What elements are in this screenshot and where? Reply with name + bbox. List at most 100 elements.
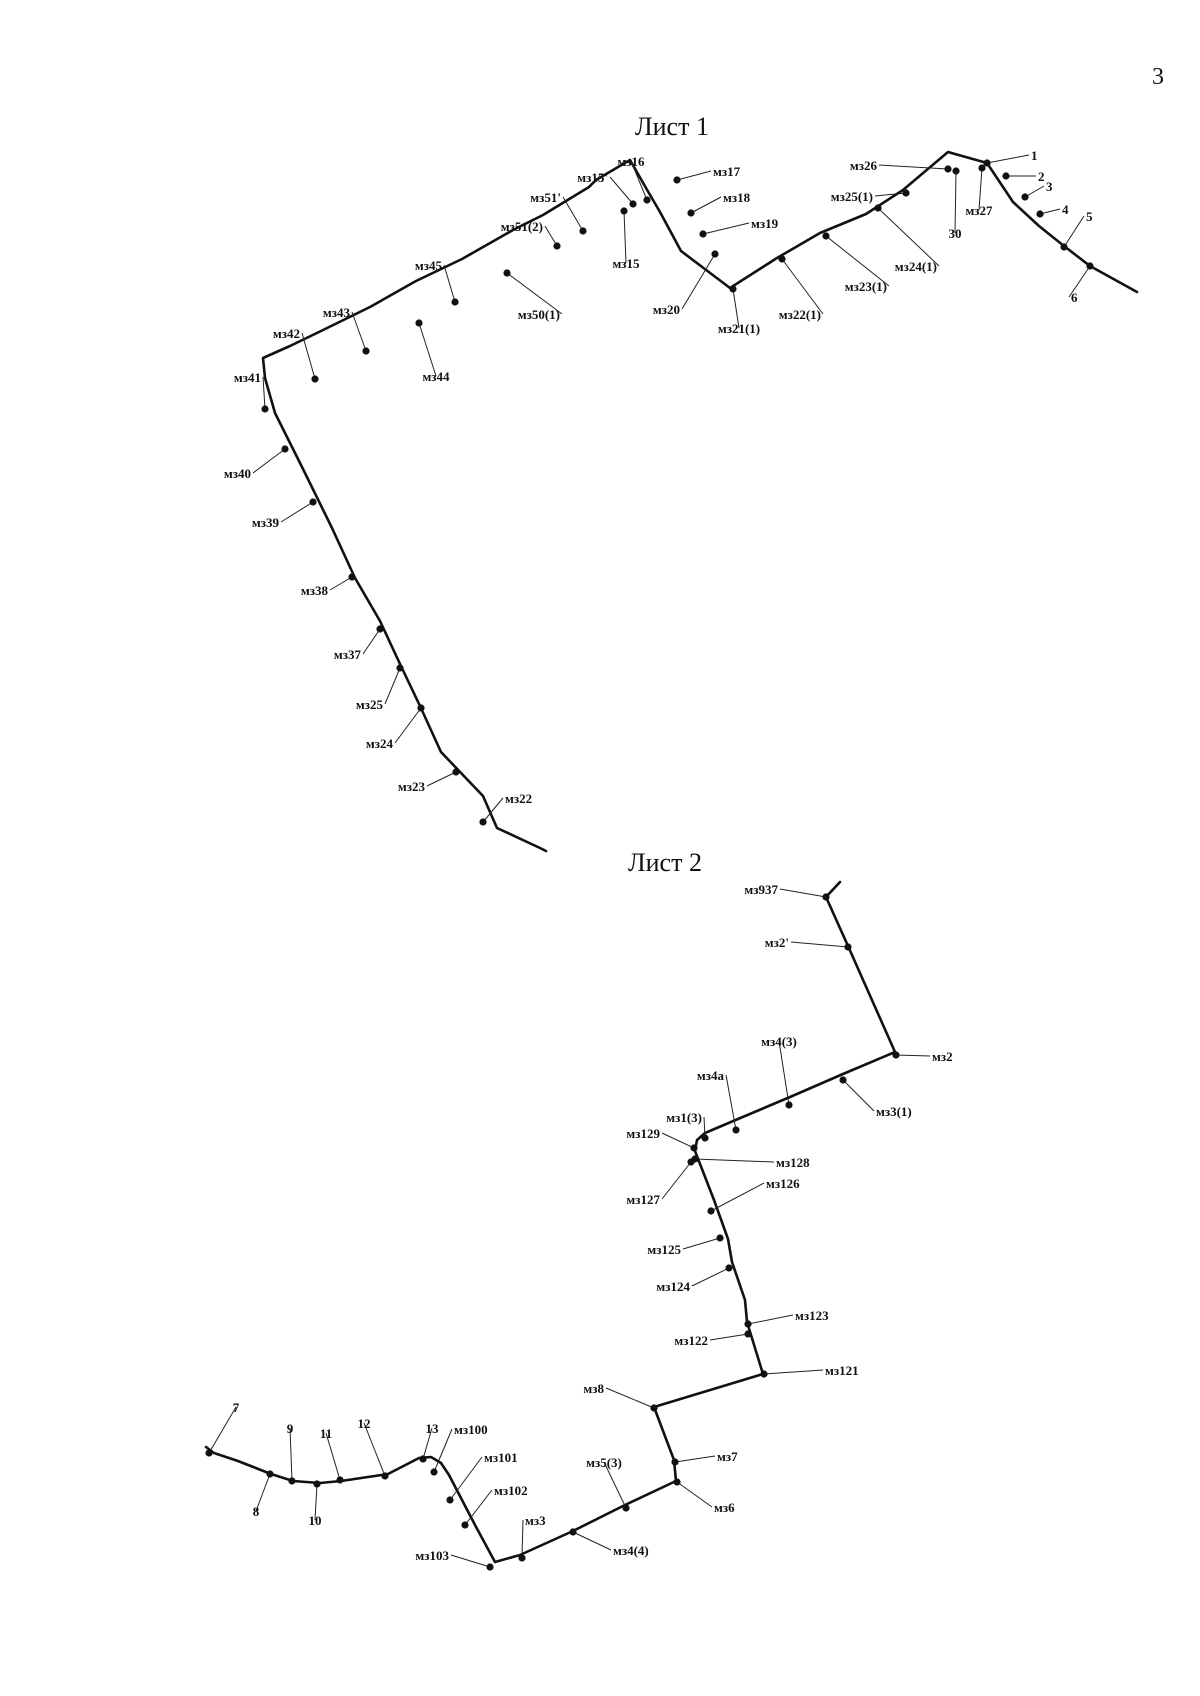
survey-point: 10 xyxy=(309,1480,322,1528)
survey-point: 11 xyxy=(320,1426,344,1484)
point-leader-line xyxy=(674,1455,716,1463)
point-leader-line xyxy=(605,1387,655,1409)
survey-point: мз8 xyxy=(583,1381,658,1412)
point-label: 9 xyxy=(287,1421,294,1436)
point-leader-line xyxy=(842,1079,875,1112)
survey-point: мз24 xyxy=(366,704,425,751)
point-marker xyxy=(579,227,587,235)
point-label: мз5(3) xyxy=(586,1455,622,1470)
point-label: мз19 xyxy=(751,216,779,231)
survey-point: мз20 xyxy=(653,250,719,317)
point-leader-line xyxy=(681,253,716,310)
point-marker xyxy=(336,1476,344,1484)
point-label: мз127 xyxy=(626,1192,660,1207)
point-label: мз40 xyxy=(224,466,251,481)
point-marker xyxy=(629,200,637,208)
point-leader-line xyxy=(690,196,722,214)
point-marker xyxy=(822,232,830,240)
point-marker xyxy=(479,818,487,826)
survey-point: мз21(1) xyxy=(718,285,760,336)
point-label: мз21(1) xyxy=(718,321,760,336)
point-leader-line xyxy=(682,1237,721,1250)
point-leader-line xyxy=(255,1473,271,1512)
point-label: 11 xyxy=(320,1426,332,1441)
point-marker xyxy=(266,1470,274,1478)
survey-point: мз50(1) xyxy=(503,269,563,322)
point-leader-line xyxy=(521,1519,524,1559)
sheet-1-traverse-line xyxy=(261,150,1139,853)
point-leader-line xyxy=(1068,265,1091,298)
point-leader-line xyxy=(825,235,890,287)
point-leader-line xyxy=(394,707,422,744)
point-marker xyxy=(643,196,651,204)
point-leader-line xyxy=(747,1314,794,1325)
survey-point: 12 xyxy=(358,1416,389,1480)
point-label: мз100 xyxy=(454,1422,488,1437)
point-label: 7 xyxy=(233,1400,240,1415)
point-label: мз8 xyxy=(583,1381,604,1396)
survey-point: мз38 xyxy=(301,573,356,598)
point-leader-line xyxy=(449,1456,483,1501)
point-label: мз102 xyxy=(494,1483,528,1498)
point-marker xyxy=(452,768,460,776)
survey-point: 13 xyxy=(419,1421,439,1463)
point-leader-line xyxy=(544,225,558,247)
point-label: мз22(1) xyxy=(779,307,821,322)
point-leader-line xyxy=(426,771,457,787)
point-label: мз2 xyxy=(932,1049,953,1064)
point-label: мз26 xyxy=(850,158,878,173)
point-leader-line xyxy=(781,258,824,315)
point-marker xyxy=(673,176,681,184)
point-label: мз23(1) xyxy=(845,279,887,294)
point-label: мз4(4) xyxy=(613,1543,649,1558)
point-marker xyxy=(785,1101,793,1109)
point-leader-line xyxy=(1024,185,1045,198)
point-label: мз51' xyxy=(530,190,561,205)
survey-point: мз44 xyxy=(415,319,450,384)
survey-point: мз18 xyxy=(687,190,751,217)
survey-point: мз23 xyxy=(398,768,460,794)
point-label: мз128 xyxy=(776,1155,810,1170)
survey-point: мз19 xyxy=(699,216,779,238)
point-marker xyxy=(311,375,319,383)
point-label: мз126 xyxy=(766,1176,800,1191)
point-marker xyxy=(1060,243,1068,251)
point-leader-line xyxy=(609,176,634,205)
survey-point: мз1(3) xyxy=(666,1110,709,1142)
survey-point: мз17 xyxy=(673,164,741,184)
point-label: мз22 xyxy=(505,791,532,806)
point-marker xyxy=(687,209,695,217)
survey-point: мз22(1) xyxy=(778,255,824,322)
point-leader-line xyxy=(363,1422,386,1477)
point-label: мз50(1) xyxy=(518,307,560,322)
point-marker xyxy=(671,1458,679,1466)
survey-point: 3 xyxy=(1021,179,1053,201)
survey-point: мз123 xyxy=(744,1308,829,1328)
point-marker xyxy=(944,165,952,173)
survey-point: мз3 xyxy=(518,1513,546,1562)
point-label: мз45 xyxy=(415,258,443,273)
point-label: 6 xyxy=(1071,290,1078,305)
sheet-1-title: Лист 1 xyxy=(635,112,709,141)
survey-point: мз16 xyxy=(617,154,651,204)
point-marker xyxy=(725,1264,733,1272)
point-leader-line xyxy=(325,1432,341,1481)
point-label: 30 xyxy=(949,226,962,241)
survey-point: мз24(1) xyxy=(874,204,940,274)
point-marker xyxy=(518,1554,526,1562)
point-label: мз4(3) xyxy=(761,1034,797,1049)
point-leader-line xyxy=(314,1483,318,1521)
point-leader-line xyxy=(506,272,563,315)
point-label: мз39 xyxy=(252,515,280,530)
survey-point: мз42 xyxy=(273,326,319,383)
survey-point: мз4(4) xyxy=(569,1528,649,1558)
point-leader-line xyxy=(954,170,957,234)
survey-point: мз7 xyxy=(671,1449,738,1466)
point-leader-line xyxy=(301,332,316,380)
point-leader-line xyxy=(562,196,584,232)
point-label: мз44 xyxy=(422,369,450,384)
point-label: мз41 xyxy=(234,370,261,385)
point-marker xyxy=(690,1144,698,1152)
sheet-2-traverse-line xyxy=(204,880,897,1564)
point-marker xyxy=(486,1563,494,1571)
